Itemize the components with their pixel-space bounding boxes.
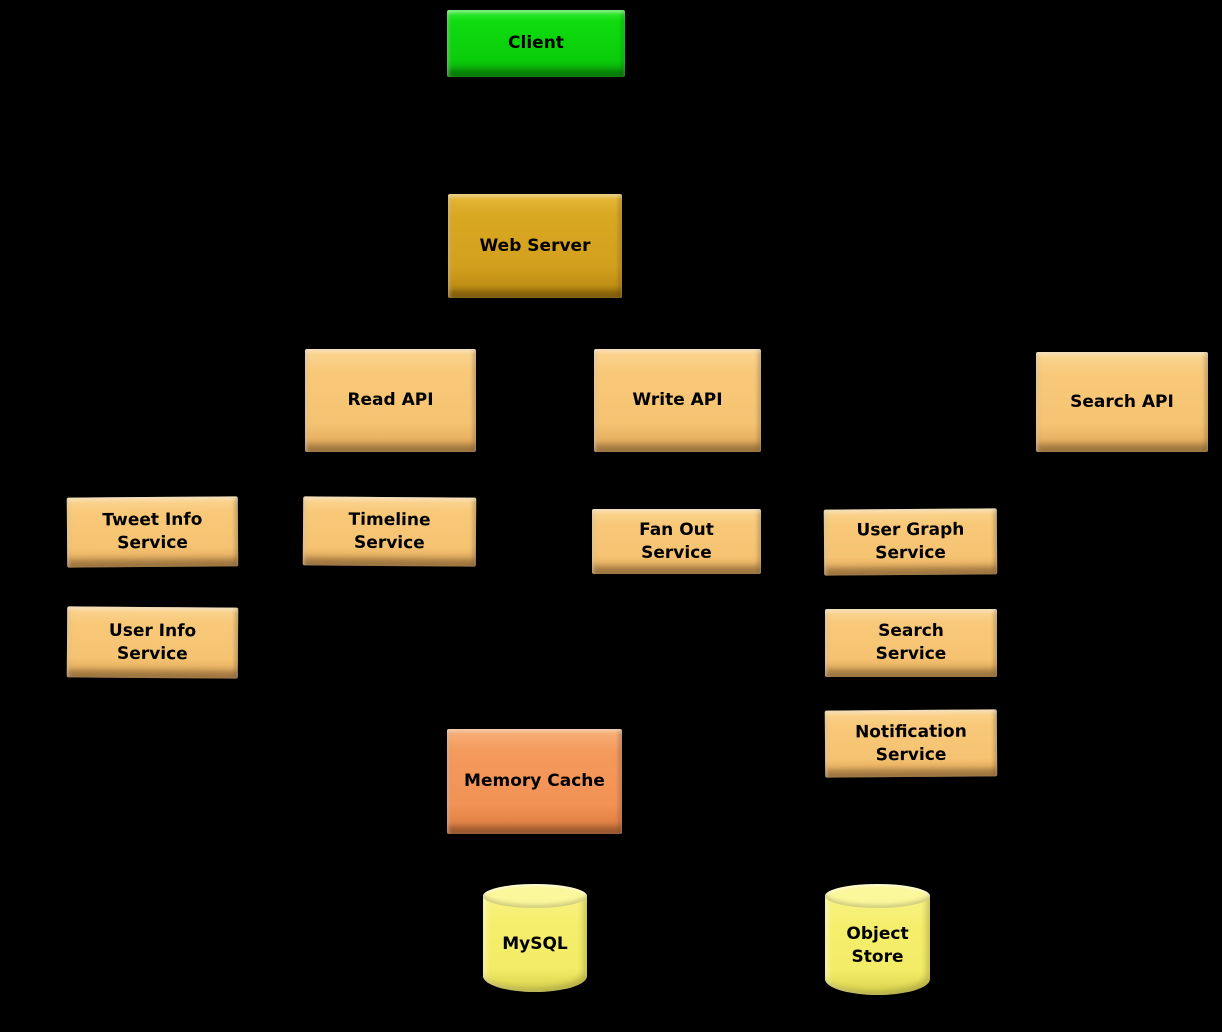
node-label: Memory Cache bbox=[464, 771, 605, 792]
node-label: User Info Service bbox=[108, 620, 197, 664]
node-label: Fan Out Service bbox=[639, 519, 714, 563]
cylinder-body: Object Store bbox=[825, 896, 930, 995]
node-user-graph-service: User Graph Service bbox=[823, 508, 998, 576]
node-search-service: Search Service bbox=[825, 609, 997, 677]
node-label: Web Server bbox=[479, 235, 591, 256]
node-label: Notification Service bbox=[854, 721, 967, 765]
node-label: Search Service bbox=[875, 621, 947, 664]
node-label: Object Store bbox=[846, 924, 909, 967]
node-write-api: Write API bbox=[594, 349, 761, 452]
node-label: Read API bbox=[347, 390, 434, 411]
node-client: Client bbox=[447, 10, 625, 77]
node-label: MySQL bbox=[502, 933, 568, 954]
node-label: Search API bbox=[1070, 391, 1174, 412]
cylinder-top bbox=[825, 884, 930, 908]
node-memory-cache: Memory Cache bbox=[447, 729, 622, 834]
cylinder-body: MySQL bbox=[483, 896, 587, 992]
node-web-server: Web Server bbox=[448, 194, 622, 298]
node-object-store-database: Object Store bbox=[825, 884, 930, 995]
node-fan-out-service: Fan Out Service bbox=[592, 509, 761, 574]
node-tweet-info-service: Tweet Info Service bbox=[66, 496, 239, 568]
node-timeline-service: Timeline Service bbox=[302, 496, 477, 567]
node-label: Tweet Info Service bbox=[102, 509, 203, 554]
node-label: Write API bbox=[632, 390, 723, 411]
node-mysql-database: MySQL bbox=[483, 884, 587, 992]
node-search-api: Search API bbox=[1036, 352, 1208, 452]
node-user-info-service: User Info Service bbox=[66, 606, 239, 679]
cylinder-top bbox=[483, 884, 587, 908]
node-label: Timeline Service bbox=[348, 509, 431, 553]
node-read-api: Read API bbox=[305, 349, 476, 452]
node-label: User Graph Service bbox=[856, 519, 965, 564]
node-label: Client bbox=[508, 33, 564, 54]
node-notification-service: Notification Service bbox=[824, 709, 998, 778]
